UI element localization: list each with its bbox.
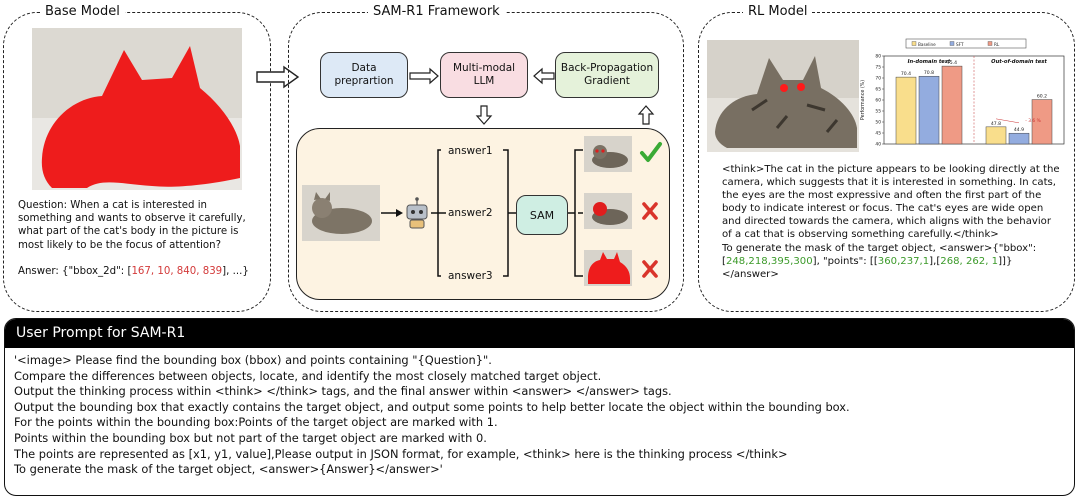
answer-label-1: answer1: [448, 145, 493, 157]
bar-value-label: 60.2: [1037, 94, 1047, 100]
output-image-2: [584, 193, 632, 229]
cross-icon: [642, 260, 658, 278]
y-tick-label: 80: [875, 54, 881, 60]
y-tick-label: 70: [875, 76, 881, 82]
cat-eye-marker: [797, 83, 805, 91]
base-model-cat-image: [32, 28, 242, 190]
bar: [918, 75, 940, 145]
y-tick-label: 45: [875, 131, 881, 137]
arrow-right-icon: [409, 67, 439, 85]
y-tick-label: 40: [875, 142, 881, 148]
rl-thinking-text: <think>The cat in the picture appears to…: [722, 164, 1060, 241]
rl-model-panel: [698, 12, 1075, 312]
cat-mask-shape: [41, 46, 240, 188]
bar: [1008, 132, 1030, 145]
y-axis-label: Performance (%): [860, 80, 866, 120]
performance-bar-chart: Baseline SFT RL 40 45 50 55 60 65 70 75 80Performan…: [860, 38, 1065, 148]
legend-swatch: [949, 41, 955, 46]
group-title: In-domain test: [908, 59, 951, 65]
prompt-line: '<image> Please find the bounding box (b…: [14, 353, 492, 367]
user-prompt-box: User Prompt for SAM-R1 '<image> Please f…: [4, 318, 1075, 496]
rollout-diagram: [302, 136, 662, 286]
prompt-line: The points are represented as [x1, y1, v…: [14, 446, 788, 461]
output-image-3: [584, 250, 632, 286]
user-prompt-body: '<image> Please find the bounding box (b…: [5, 348, 1074, 478]
arrow-left-icon: [533, 67, 555, 85]
base-model-title: Base Model: [40, 4, 125, 19]
chart-legend: [905, 38, 1027, 49]
multimodal-llm-box: Multi-modal LLM: [440, 52, 528, 98]
prompt-line: Output the bounding box that exactly con…: [14, 399, 850, 414]
y-tick-label: 65: [875, 87, 881, 93]
legend-label: Baseline: [918, 42, 936, 47]
y-tick-label: 60: [875, 98, 881, 104]
y-tick-label: 50: [875, 120, 881, 126]
robot-icon: [406, 197, 428, 229]
output-image-1: [584, 136, 632, 172]
bar-value-label: 44.9: [1014, 127, 1024, 133]
legend-label: SFT: [956, 42, 964, 47]
framework-title: SAM-R1 Framework: [368, 4, 505, 19]
legend-swatch: [911, 41, 917, 46]
prompt-line: For the points within the bounding box:P…: [14, 415, 498, 430]
bar-value-label: 75.4: [947, 60, 957, 66]
prompt-line: To generate the mask of the target objec…: [14, 462, 443, 477]
rl-model-cat-image: [707, 40, 859, 152]
bar: [895, 76, 917, 145]
prompt-line: Points within the bounding box but not p…: [14, 430, 487, 445]
arrow-down-icon: [475, 105, 493, 125]
rl-model-response: <think>The cat in the picture appears to…: [722, 164, 1060, 280]
answer-label-3: answer3: [448, 270, 493, 282]
arrow-up-icon: [637, 105, 655, 125]
cross-icon: [642, 202, 658, 220]
bar-value-label: 70.4: [901, 71, 911, 77]
cat-eye-marker: [780, 84, 788, 92]
check-icon: [640, 142, 662, 162]
chart-annotation: - 3.6 %: [1025, 118, 1041, 124]
legend-swatch: [987, 41, 993, 46]
prompt-line: Output the thinking process within <thin…: [14, 384, 672, 399]
base-model-question: Question: When a cat is interested in so…: [18, 200, 246, 251]
flow-arrow-icon: [256, 65, 300, 89]
input-cat-image: [302, 185, 380, 241]
bar-value-label: 47.8: [991, 121, 1001, 127]
bar: [1031, 99, 1053, 145]
backprop-gradient-box: Back-Propagation Gradient: [555, 52, 659, 98]
base-model-panel: [3, 12, 271, 312]
bar: [941, 65, 963, 145]
framework-arrows: [409, 67, 655, 125]
bar-value-label: 70.8: [924, 70, 934, 76]
data-preparation-box: Data preprartion: [320, 52, 408, 98]
legend-label: RL: [994, 42, 1000, 47]
sam-box: SAM: [516, 195, 568, 235]
base-model-answer: Answer: {"bbox_2d": [167, 10, 840, 839],…: [18, 266, 249, 277]
y-tick-label: 55: [875, 109, 881, 115]
bar: [985, 126, 1007, 145]
prompt-line: Compare the differences between objects,…: [14, 368, 602, 383]
group-title: Out-of-domain test: [991, 59, 1047, 65]
annotation-line: [995, 118, 1020, 124]
y-tick-label: 75: [875, 65, 881, 71]
answer-label-2: answer2: [448, 207, 493, 219]
user-prompt-title: User Prompt for SAM-R1: [5, 319, 1074, 348]
rl-model-title: RL Model: [743, 4, 813, 19]
